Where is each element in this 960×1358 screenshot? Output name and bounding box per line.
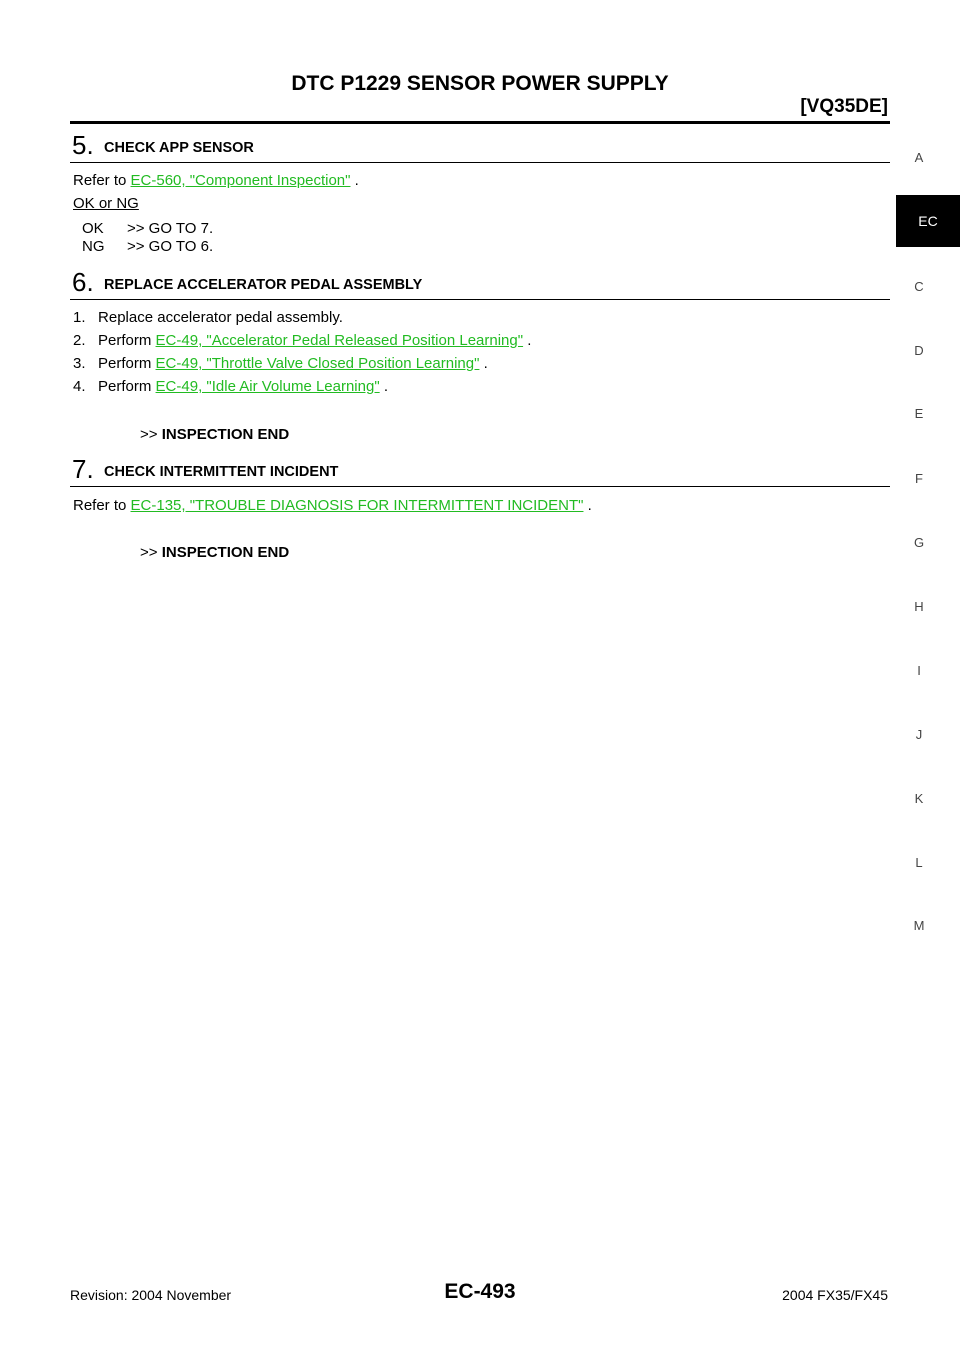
- side-tab-h[interactable]: H: [914, 599, 924, 614]
- step-7-text: Refer to EC-135, "TROUBLE DIAGNOSIS FOR …: [73, 496, 592, 516]
- step-6-number: 6.: [72, 267, 94, 297]
- step-6-item-4: 4. Perform EC-49, "Idle Air Volume Learn…: [73, 377, 388, 397]
- side-tab-g[interactable]: G: [913, 535, 925, 550]
- step-7-text-suffix: .: [583, 497, 592, 514]
- step-7-end: >> INSPECTION END: [140, 543, 289, 563]
- step-5-title: CHECK APP SENSOR: [104, 140, 254, 156]
- header-rule: [70, 121, 890, 124]
- side-tab-j[interactable]: J: [915, 727, 923, 742]
- step-5-text-suffix: .: [350, 172, 359, 189]
- page-title: DTC P1229 SENSOR POWER SUPPLY: [291, 72, 669, 95]
- step-7-title: CHECK INTERMITTENT INCIDENT: [104, 464, 339, 480]
- side-tab-c[interactable]: C: [914, 279, 924, 294]
- side-tab-l[interactable]: L: [915, 855, 923, 870]
- step-6-end: >> INSPECTION END: [140, 425, 289, 445]
- item-suffix: .: [523, 332, 532, 349]
- step-7-text-prefix: Refer to: [73, 497, 131, 514]
- result-ok-code: OK: [82, 220, 104, 237]
- link-throttle-valve-learning[interactable]: EC-49, "Throttle Valve Closed Position L…: [155, 355, 480, 372]
- engine-label: [VQ35DE]: [800, 96, 888, 117]
- step-7-number: 7.: [72, 454, 94, 484]
- side-tab-ec[interactable]: EC: [896, 195, 960, 247]
- link-intermittent-incident[interactable]: EC-135, "TROUBLE DIAGNOSIS FOR INTERMITT…: [130, 497, 584, 514]
- item-suffix: .: [479, 355, 488, 372]
- link-component-inspection[interactable]: EC-560, "Component Inspection": [130, 172, 351, 189]
- step-6-header: 6. REPLACE ACCELERATOR PEDAL ASSEMBLY: [70, 267, 890, 300]
- item-number: 2.: [73, 332, 86, 349]
- side-tab-d[interactable]: D: [914, 343, 924, 358]
- step-6-item-3: 3. Perform EC-49, "Throttle Valve Closed…: [73, 354, 488, 374]
- item-number: 1.: [73, 309, 86, 326]
- item-number: 4.: [73, 378, 86, 395]
- item-text: Perform: [98, 378, 156, 395]
- side-tab-a[interactable]: A: [914, 150, 924, 165]
- item-text: Perform: [98, 332, 156, 349]
- end-label: INSPECTION END: [161, 544, 290, 561]
- page-number: EC-493: [444, 1280, 516, 1303]
- result-ng-code: NG: [82, 238, 105, 255]
- item-text: Perform: [98, 355, 156, 372]
- end-prefix: >>: [140, 426, 158, 443]
- result-ng-action: >> GO TO 6.: [127, 238, 214, 255]
- revision-label: Revision: 2004 November: [70, 1287, 232, 1303]
- side-tab-i[interactable]: I: [917, 663, 921, 678]
- item-text: Replace accelerator pedal assembly.: [98, 309, 343, 326]
- side-tab-m[interactable]: M: [913, 918, 925, 933]
- step-5-number: 5.: [72, 130, 94, 160]
- step-6-item-1: 1. Replace accelerator pedal assembly.: [73, 308, 343, 328]
- link-idle-air-volume-learning[interactable]: EC-49, "Idle Air Volume Learning": [155, 378, 380, 395]
- ok-ng-judgement: OK or NG: [73, 195, 139, 212]
- side-tab-f[interactable]: F: [915, 471, 923, 486]
- step-6-title: REPLACE ACCELERATOR PEDAL ASSEMBLY: [104, 277, 423, 293]
- link-accelerator-pedal-learning[interactable]: EC-49, "Accelerator Pedal Released Posit…: [155, 332, 524, 349]
- side-tab-e[interactable]: E: [914, 406, 924, 421]
- step-5-header: 5. CHECK APP SENSOR: [70, 130, 890, 163]
- end-label: INSPECTION END: [161, 426, 290, 443]
- step-6-item-2: 2. Perform EC-49, "Accelerator Pedal Rel…: [73, 331, 531, 351]
- step-5-text: Refer to EC-560, "Component Inspection" …: [73, 171, 359, 191]
- step-5-text-prefix: Refer to: [73, 172, 131, 189]
- end-prefix: >>: [140, 544, 158, 561]
- result-ok-action: >> GO TO 7.: [127, 220, 214, 237]
- item-suffix: .: [379, 378, 388, 395]
- model-label: 2004 FX35/FX45: [782, 1287, 888, 1303]
- item-number: 3.: [73, 355, 86, 372]
- side-tab-k[interactable]: K: [914, 791, 924, 806]
- step-7-header: 7. CHECK INTERMITTENT INCIDENT: [70, 454, 890, 487]
